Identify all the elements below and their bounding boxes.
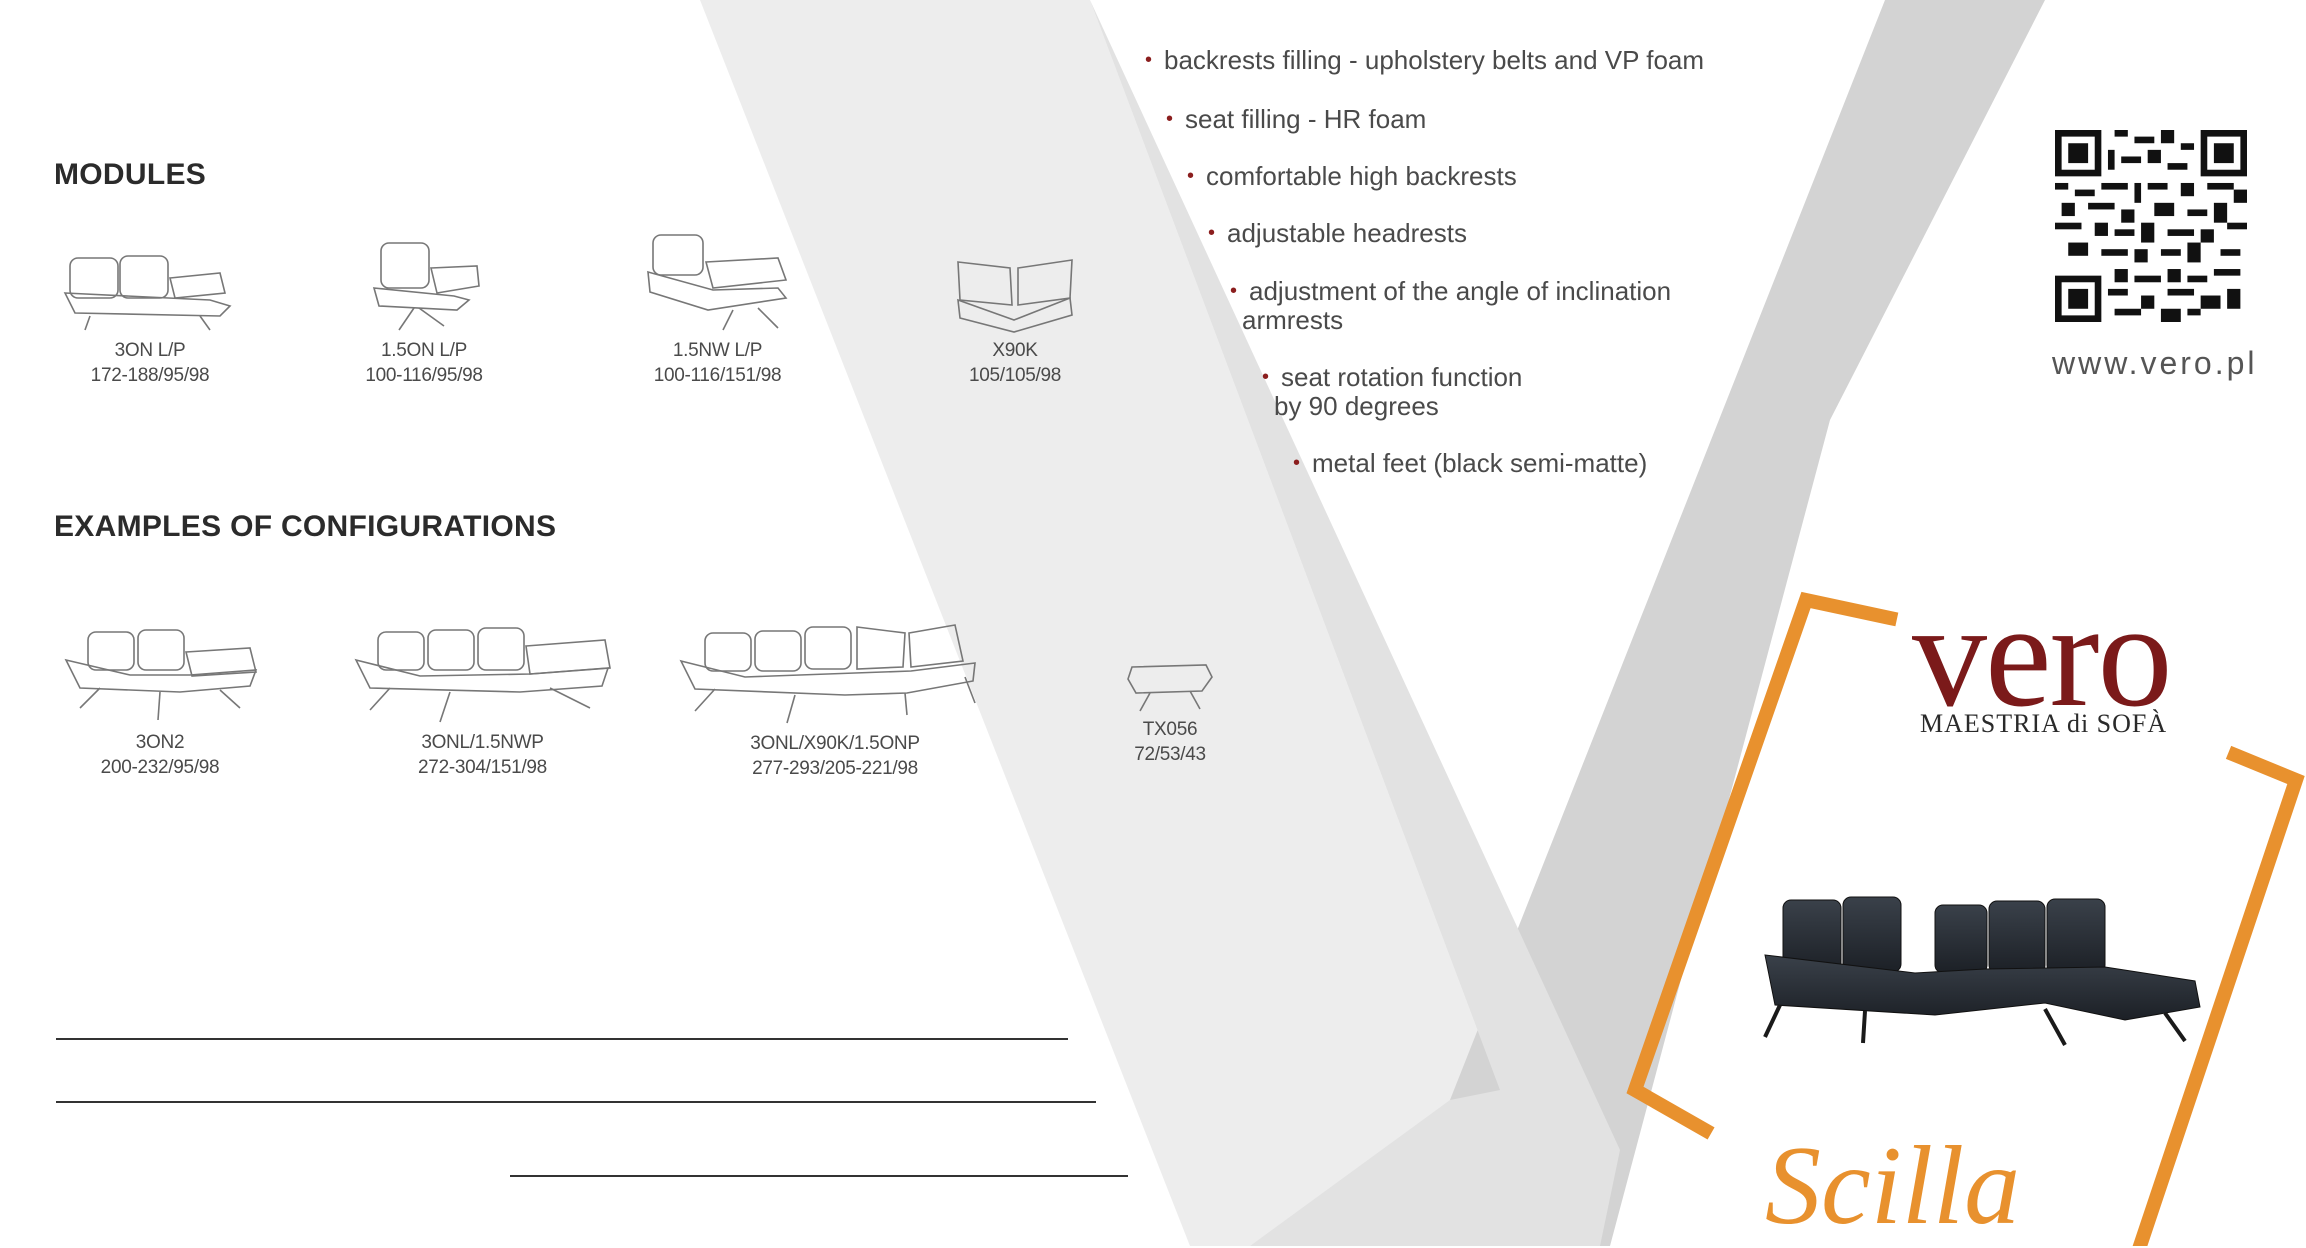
- module-code: 3ON L/P: [114, 340, 186, 361]
- sofa-module-icon: [372, 242, 480, 331]
- sofa-photo: [1763, 896, 2201, 1046]
- signature-line: [510, 1175, 1128, 1177]
- configuration-dims: 72/53/43: [1134, 744, 1206, 765]
- feature-item: •metal feet (black semi-matte): [1293, 448, 1648, 478]
- configuration-item: 3ON2 200-232/95/98: [60, 620, 260, 780]
- modules-heading: MODULES: [54, 158, 207, 191]
- module-dims: 100-116/95/98: [365, 365, 483, 386]
- module-item: 1.5ON L/P 100-116/95/98: [344, 238, 504, 388]
- sofa-module-icon: [957, 259, 1073, 333]
- feature-item: •seat filling - HR foam: [1166, 104, 1427, 134]
- sofa-module-icon: [679, 624, 976, 724]
- qr-code-icon[interactable]: [2055, 130, 2247, 322]
- signature-line: [56, 1101, 1096, 1103]
- brand-tagline: MAESTRIA di SOFÀ: [1920, 709, 2168, 738]
- module-dims: 172-188/95/98: [90, 365, 210, 386]
- signature-line: [56, 1038, 1068, 1040]
- feature-item-continuation: by 90 degrees: [1274, 391, 1439, 421]
- feature-item: •backrests filling - upholstery belts an…: [1145, 45, 1705, 75]
- sofa-module-icon: [354, 627, 611, 723]
- feature-item: •adjustable headrests: [1208, 218, 1467, 248]
- configuration-code: 3ONL/X90K/1.5ONP: [750, 733, 920, 754]
- feature-item-continuation: armrests: [1242, 305, 1344, 335]
- configuration-item: 3ONL/X90K/1.5ONP 277-293/205-221/98: [675, 615, 995, 781]
- website-url[interactable]: www.vero.pl: [2052, 345, 2258, 381]
- brand-logo: vero: [1912, 572, 2173, 738]
- sofa-module-icon: [63, 255, 232, 331]
- module-item: 1.5NW L/P 100-116/151/98: [630, 230, 805, 388]
- configuration-dims: 277-293/205-221/98: [752, 758, 918, 779]
- feature-item: •seat rotation function: [1262, 362, 1523, 392]
- configuration-code: 3ON2: [135, 732, 185, 753]
- module-dims: 100-116/151/98: [653, 365, 782, 386]
- product-name: Scilla: [1765, 1124, 2021, 1248]
- configuration-item: TX056 72/53/43: [1110, 655, 1230, 767]
- module-code: X90K: [992, 340, 1038, 361]
- module-dims: 105/105/98: [968, 365, 1062, 386]
- module-code: 1.5ON L/P: [380, 340, 467, 361]
- module-item: X90K 105/105/98: [945, 250, 1085, 388]
- module-item: 3ON L/P 172-188/95/98: [55, 238, 245, 388]
- sofa-module-icon: [1127, 664, 1213, 712]
- configuration-dims: 272-304/151/98: [418, 757, 547, 778]
- configuration-code: TX056: [1142, 719, 1198, 740]
- configuration-dims: 200-232/95/98: [100, 757, 220, 778]
- feature-item: •comfortable high backrests: [1187, 161, 1517, 191]
- feature-item: •adjustment of the angle of inclination: [1230, 276, 1672, 306]
- module-code: 1.5NW L/P: [672, 340, 763, 361]
- configuration-item: 3ONL/1.5NWP 272-304/151/98: [350, 618, 615, 780]
- sofa-module-icon: [64, 629, 258, 721]
- sofa-module-icon: [646, 234, 787, 331]
- configuration-code: 3ONL/1.5NWP: [421, 732, 544, 753]
- configurations-heading: EXAMPLES OF CONFIGURATIONS: [54, 510, 557, 543]
